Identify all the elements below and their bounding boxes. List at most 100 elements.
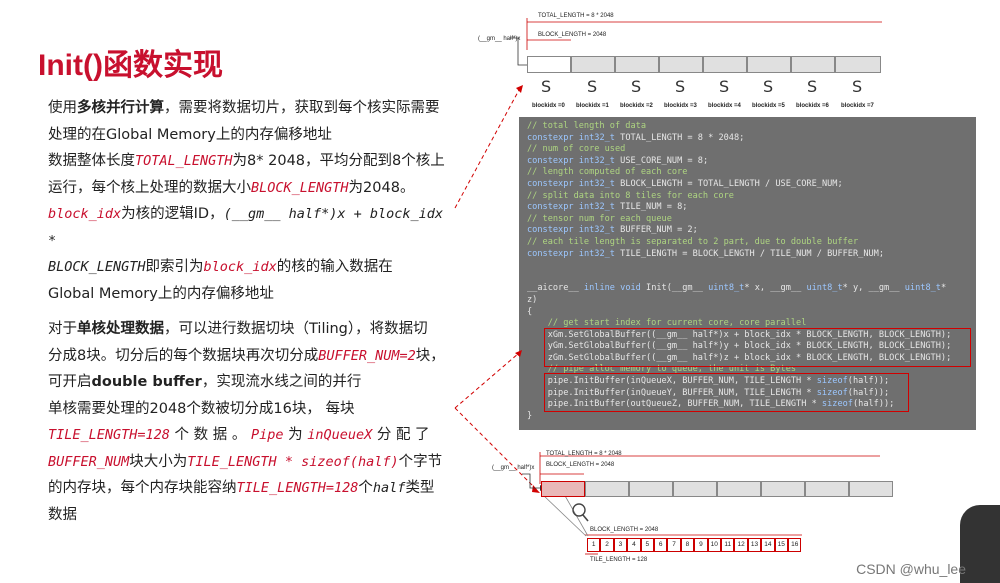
top-block-3: [659, 56, 703, 73]
p1-line4: 运行，每个核上处理的数据大小BLOCK_LENGTH为2048。: [48, 179, 415, 196]
blockidx-label: blockidx =6: [796, 103, 829, 109]
bottom-block-2: [629, 481, 673, 497]
code-text: // total length of data constexpr int32_…: [519, 117, 976, 422]
code-line: pipe.InitBuffer(inQueueX, BUFFER_NUM, TI…: [527, 376, 890, 387]
tile-cell: 1: [587, 538, 601, 552]
code-line: // each tile length is separated to 2 pa…: [527, 236, 859, 247]
p2-line4: 单核需要处理的2048个数被切分成16块， 每块: [48, 400, 355, 417]
p1-line2: 处理的在Global Memory上的内存偏移地址: [48, 126, 332, 143]
slide-title: Init()函数实现: [38, 49, 223, 82]
squiggle-icon: S: [675, 77, 686, 96]
code-line: // num of core used: [527, 144, 626, 155]
p2-line3: 可开启double buffer，实现流水线之间的并行: [48, 374, 362, 390]
code-line: // tensor num for each queue: [527, 213, 672, 224]
tile-cell: 16: [788, 538, 802, 552]
paragraph-multicore: 使用多核并行计算，需要将数据切片，获取到每个核实际需要 处理的在Global M…: [48, 95, 458, 307]
p1-line3: 数据整体长度TOTAL_LENGTH为8* 2048，平均分配到8个核上: [48, 153, 445, 169]
top-pointer-label: (__gm__ half*)x: [478, 36, 521, 42]
code-panel: // total length of data constexpr int32_…: [519, 117, 976, 430]
code-line: // split data into 8 tiles for each core: [527, 190, 734, 201]
blockidx-label: blockidx =7: [841, 103, 874, 109]
code-line: constexpr int32_t TOTAL_LENGTH = 8 * 204…: [527, 132, 745, 143]
tile-cell: 14: [761, 538, 775, 552]
bottom-block-4: [717, 481, 761, 497]
tile-cell: 12: [734, 538, 748, 552]
p2-line8: 数据: [48, 506, 77, 523]
highlight-setglobalbuffer: [544, 328, 971, 367]
code-line: xGm.SetGlobalBuffer((__gm__ half*)x + bl…: [527, 329, 952, 340]
tile-cell: 7: [667, 538, 681, 552]
code-line: constexpr int32_t USE_CORE_NUM = 8;: [527, 155, 709, 166]
bottom-block-0: [541, 481, 585, 497]
code-line: z): [527, 294, 538, 305]
bottom-block-1: [585, 481, 629, 497]
top-block-2: [615, 56, 659, 73]
tile-cell: 11: [721, 538, 735, 552]
code-line: __aicore__ inline void Init(__gm__ uint8…: [527, 283, 947, 294]
squiggle-icon: S: [807, 77, 818, 96]
top-block-4: [703, 56, 747, 73]
p1-line6: BLOCK_LENGTH即索引为block_idx的核的输入数据在: [48, 259, 393, 275]
tile-cell: 4: [627, 538, 641, 552]
squiggle-icon: S: [587, 77, 598, 96]
code-line: constexpr int32_t BLOCK_LENGTH = TOTAL_L…: [527, 178, 843, 189]
tile-length-label: TILE_LENGTH = 128: [590, 557, 648, 563]
presenter-silhouette: [960, 505, 1000, 583]
blockidx-label: blockidx =2: [620, 103, 653, 109]
squiggle-icon: S: [719, 77, 730, 96]
blockidx-label: blockidx =4: [708, 103, 741, 109]
squiggle-icon: S: [852, 77, 863, 96]
top-block-6: [791, 56, 835, 73]
top-block-length-label: BLOCK_LENGTH = 2048: [538, 32, 607, 38]
top-block-0: [527, 56, 571, 73]
p1-line7: Global Memory上的内存偏移地址: [48, 285, 274, 302]
tile-cell: 6: [654, 538, 668, 552]
tile-cell: 3: [613, 538, 628, 552]
code-line: }: [527, 410, 533, 421]
p2-line6: BUFFER_NUM块大小为TILE_LENGTH * sizeof(half)…: [48, 453, 443, 470]
blockidx-label: blockidx =1: [576, 103, 609, 109]
bottom-block-5: [761, 481, 805, 497]
magnifier-icon: [572, 503, 586, 517]
blockidx-label: blockidx =3: [664, 103, 697, 109]
code-line: // length computed of each core: [527, 167, 688, 178]
top-block-5: [747, 56, 791, 73]
top-total-length-label: TOTAL_LENGTH = 8 * 2048: [538, 13, 614, 19]
squiggle-icon: S: [541, 77, 552, 96]
p2-line2: 分成8块。切分后的每个数据块再次切分成BUFFER_NUM=2块，: [48, 347, 445, 364]
bottom-block-6: [805, 481, 849, 497]
code-line: // total length of data: [527, 121, 646, 131]
tile-cell: 8: [680, 538, 695, 552]
tile-cell: 2: [600, 538, 614, 552]
top-block-7: [835, 56, 881, 73]
code-line: // get start index for current core, cor…: [527, 318, 807, 329]
code-line: pipe.InitBuffer(outQueueZ, BUFFER_NUM, T…: [527, 399, 895, 410]
highlight-initbuffer: [544, 373, 909, 412]
watermark: CSDN @whu_lee: [856, 561, 966, 577]
p2-line5: TILE_LENGTH=128 个 数 据 。 Pipe 为 inQueueX …: [48, 427, 430, 443]
p2-line7: 的内存块，每个内存块能容纳TILE_LENGTH=128个half类型: [48, 480, 435, 496]
bottom-total-length-label: TOTAL_LENGTH = 8 * 2048: [546, 451, 622, 457]
bottom-block-length-label-2: BLOCK_LENGTH = 2048: [590, 527, 659, 533]
squiggle-icon: S: [763, 77, 774, 96]
top-block-1: [571, 56, 615, 73]
code-line: yGm.SetGlobalBuffer((__gm__ half*)y + bl…: [527, 341, 952, 352]
code-line: {: [527, 306, 533, 317]
tile-cell: 9: [694, 538, 708, 552]
tile-cell: 10: [707, 538, 721, 552]
p2-line1: 对于单核处理数据，可以进行数据切块（Tiling），将数据切: [48, 321, 428, 337]
blockidx-label: blockidx =0: [532, 103, 565, 109]
p1-line5: block_idx为核的逻辑ID，(__gm__ half*)x + block…: [48, 206, 444, 249]
bottom-block-length-label: BLOCK_LENGTH = 2048: [546, 462, 615, 468]
code-line: constexpr int32_t TILE_LENGTH = BLOCK_LE…: [527, 248, 885, 259]
tile-cell: 13: [747, 538, 762, 552]
bottom-pointer-label: (__gm__ half*)x: [492, 465, 535, 471]
paragraph-singlecore: 对于单核处理数据，可以进行数据切块（Tiling），将数据切 分成8块。切分后的…: [48, 316, 458, 528]
tile-cell: 5: [640, 538, 654, 552]
bottom-block-7: [849, 481, 893, 497]
squiggle-icon: S: [631, 77, 642, 96]
p1-line1: 使用多核并行计算，需要将数据切片，获取到每个核实际需要: [48, 100, 440, 116]
tile-cell: 15: [774, 538, 788, 552]
code-line: constexpr int32_t TILE_NUM = 8;: [527, 202, 688, 213]
code-line: constexpr int32_t BUFFER_NUM = 2;: [527, 225, 698, 236]
